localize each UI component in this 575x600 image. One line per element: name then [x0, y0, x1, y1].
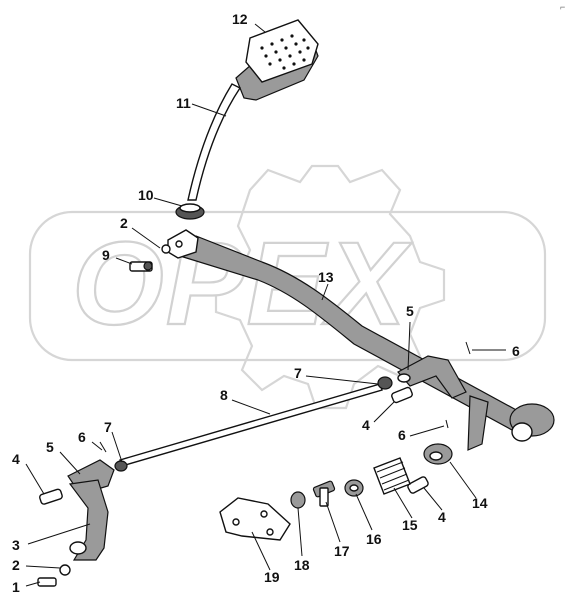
lever-clevis — [397, 355, 467, 399]
lever-end-boss — [509, 403, 555, 442]
callout-7-right: 7 — [294, 365, 302, 381]
callout-16: 16 — [366, 531, 382, 547]
callout-5-left: 5 — [46, 439, 54, 455]
callout-6-left: 6 — [78, 429, 86, 445]
callout-labels: 12 11 10 2 9 13 5 6 7 8 4 6 7 5 6 4 14 1… — [12, 11, 520, 595]
lever-bracket — [467, 395, 489, 451]
spring-cap — [423, 443, 453, 465]
cotter-pin-mid — [445, 419, 449, 429]
watermark-frame — [28, 210, 547, 362]
callout-11: 11 — [176, 95, 191, 111]
callout-4-center: 4 — [362, 417, 370, 433]
callout-10: 10 — [138, 187, 154, 203]
callout-8: 8 — [220, 387, 228, 403]
callout-4-lower: 4 — [438, 509, 446, 525]
rod-nut-right — [377, 376, 393, 390]
leader-lines — [25, 23, 506, 587]
cotter-pin-right — [465, 341, 471, 355]
cotter-pin-left — [99, 441, 107, 453]
callout-17: 17 — [334, 543, 350, 559]
bolt-upper — [129, 261, 153, 272]
washer-upper — [161, 244, 171, 254]
callout-2-upper: 2 — [120, 215, 128, 231]
rod-nut-left — [114, 460, 128, 472]
lower-bracket — [68, 479, 109, 561]
pin-center — [391, 386, 413, 404]
pedal-pad — [235, 19, 319, 101]
mounting-plate — [219, 497, 291, 541]
push-rod — [119, 383, 383, 467]
callout-14: 14 — [472, 495, 488, 511]
callout-15: 15 — [402, 517, 418, 533]
spring-ring — [344, 479, 364, 497]
callout-18: 18 — [294, 557, 310, 573]
callout-3: 3 — [12, 537, 20, 553]
callout-2-lower: 2 — [12, 557, 20, 573]
callout-9: 9 — [102, 247, 110, 263]
callout-13: 13 — [318, 269, 334, 285]
callout-7-left: 7 — [104, 419, 112, 435]
callout-5-lever: 5 — [406, 303, 414, 319]
bolt-lower — [37, 577, 57, 587]
parts — [37, 19, 555, 587]
callout-1: 1 — [12, 579, 20, 595]
pin-lower — [407, 476, 429, 494]
threaded-stud — [312, 480, 336, 507]
arm-bushing — [175, 203, 205, 220]
callout-6-mid: 6 — [398, 427, 406, 443]
washer-lower — [59, 564, 71, 576]
callout-19: 19 — [264, 569, 280, 585]
corner-mark: ⌐ — [560, 2, 565, 12]
nut-small — [290, 491, 306, 509]
callout-12: 12 — [232, 11, 248, 27]
return-spring — [373, 457, 411, 495]
callout-4-left: 4 — [12, 451, 20, 467]
pin-left — [39, 488, 63, 505]
pedal-arm — [187, 83, 242, 201]
callout-6-right: 6 — [512, 343, 520, 359]
